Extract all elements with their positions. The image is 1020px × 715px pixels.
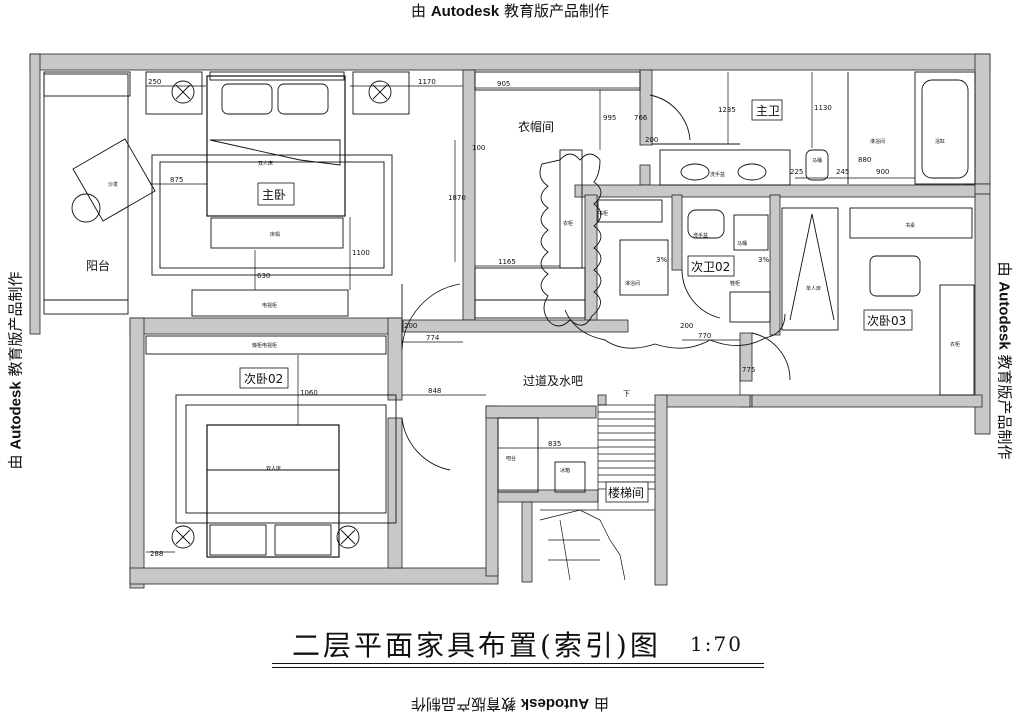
label-wash-basin: 洗手盆: [710, 171, 725, 178]
dim-630: 630: [257, 272, 270, 280]
dim-880: 880: [858, 156, 871, 164]
label-bookshelf: 书柜: [598, 210, 608, 217]
dim-1870: 1870: [448, 194, 466, 202]
furniture-labels: 双人床 双人床 沙发 床榻 电视柜 矮柜电视柜 衣柜 衣柜 洗手盆 洗手盆 马桶…: [108, 138, 960, 474]
label-bench: 床榻: [270, 231, 280, 238]
title-underline-2: [272, 667, 764, 668]
room-bath2: 次卫02: [691, 260, 730, 274]
dim-875: 875: [170, 176, 183, 184]
room-master-bedroom: 主卧: [262, 188, 286, 202]
label-bar: 吧台: [506, 455, 516, 462]
dim-775: 775: [742, 366, 755, 374]
dim-288: 288: [150, 550, 163, 558]
dim-225: 225: [790, 168, 803, 176]
label-double-bed-2: 双人床: [266, 465, 281, 472]
label-shower: 淋浴间: [870, 138, 885, 145]
label-wardrobe: 衣柜: [563, 220, 573, 227]
room-cloakroom: 衣帽间: [518, 119, 554, 134]
label-tv-cabinet-2: 矮柜电视柜: [252, 342, 277, 349]
label-shoe-cabinet: 鞋柜: [730, 280, 740, 287]
dim-1235: 1235: [718, 106, 736, 114]
dim-245: 245: [836, 168, 849, 176]
drawing-scale: 1:70: [690, 632, 743, 656]
label-fridge: 冰箱: [560, 467, 570, 474]
label-desk: 书桌: [905, 222, 915, 229]
dim-200a: 200: [645, 136, 658, 144]
dim-774: 774: [426, 334, 440, 342]
label-single-bed: 单人床: [806, 285, 821, 292]
room-balcony: 阳台: [86, 258, 110, 273]
room-master-bath: 主卫: [756, 104, 780, 118]
dim-900: 900: [876, 168, 889, 176]
room-bedroom3: 次卧03: [867, 314, 906, 328]
dim-848: 848: [428, 387, 441, 395]
label-toilet-2: 马桶: [737, 240, 747, 247]
stairs-down: 下: [623, 390, 630, 398]
label-wardrobe-2: 衣柜: [950, 341, 960, 348]
slope-2: 3%: [758, 256, 769, 264]
label-double-bed: 双人床: [258, 160, 273, 167]
dim-250: 250: [148, 78, 161, 86]
walls: [29, 53, 991, 589]
dim-1165: 1165: [498, 258, 516, 266]
room-bedroom2: 次卧02: [244, 372, 283, 386]
dimension-lines: [146, 72, 915, 553]
watermark-top: 由 Autodesk 教育版产品制作: [411, 2, 609, 20]
room-corridor: 过道及水吧: [523, 374, 583, 388]
slope-1: 3%: [656, 256, 667, 264]
dim-995: 995: [603, 114, 616, 122]
title-underline: [272, 663, 764, 664]
dim-1130: 1130: [814, 104, 832, 112]
dim-905: 905: [497, 80, 510, 88]
drawing-title: 二层平面家具布置(索引)图: [292, 629, 661, 662]
dim-200c: 200: [680, 322, 693, 330]
linework: [43, 71, 976, 581]
dim-766: 766: [634, 114, 648, 122]
dim-1100: 1100: [352, 249, 370, 257]
lamp-icons: [171, 80, 392, 549]
label-bathtub: 浴缸: [935, 138, 945, 145]
label-toilet: 马桶: [812, 157, 822, 164]
dim-1060: 1060: [300, 389, 318, 397]
label-tv-cabinet: 电视柜: [262, 302, 277, 309]
dim-200b: 200: [404, 322, 417, 330]
label-shower-2: 淋浴间: [625, 280, 640, 287]
dim-1170: 1170: [418, 78, 436, 86]
room-labels: 主卧 阳台 衣帽间 主卫 次卧02 次卫02 次卧03 过道及水吧 楼梯间: [86, 99, 913, 503]
dimension-texts: 250 1170 905 995 766 1235 1130 200 875 1…: [148, 78, 889, 558]
room-stairs: 楼梯间: [608, 485, 644, 500]
dim-100: 100: [472, 144, 485, 152]
dim-770: 770: [698, 332, 711, 340]
label-sofa: 沙发: [108, 181, 118, 188]
dim-835: 835: [548, 440, 561, 448]
label-wash-basin-2: 洗手盆: [693, 232, 708, 239]
